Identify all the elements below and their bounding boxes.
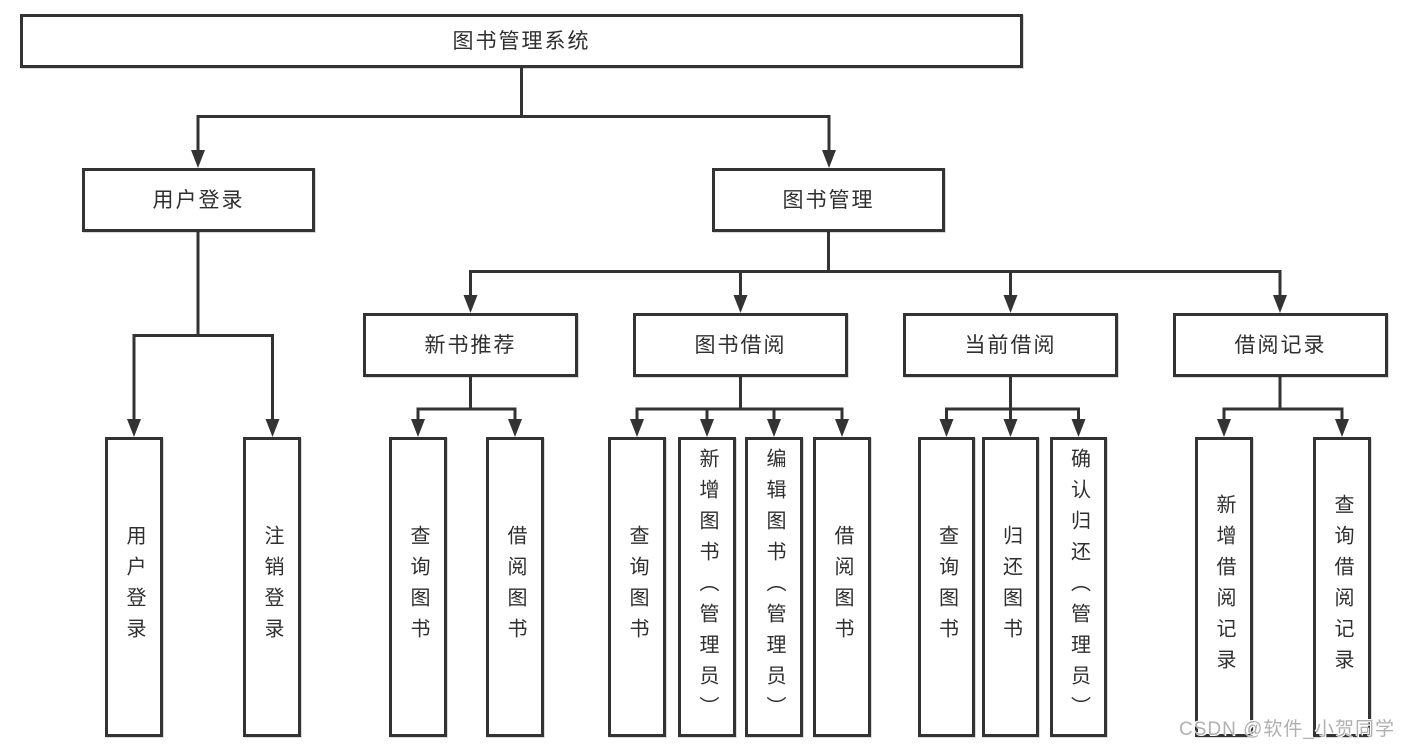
leaf-add-borrow-record: 新增借阅记录: [1195, 437, 1253, 737]
connector-line: [132, 232, 274, 421]
connector-line: [945, 377, 1080, 421]
leaf-borrow-books: 借阅图书: [813, 437, 871, 737]
arrowhead-icon: [939, 419, 954, 437]
connector-root-to-level2: [191, 68, 836, 168]
arrowhead-icon: [265, 419, 280, 437]
leaf-label: 归还图书: [999, 525, 1022, 649]
leaf-query-borrow-record: 查询借阅记录: [1313, 437, 1371, 737]
arrowhead-icon: [1003, 295, 1018, 313]
arrowhead-icon: [1217, 419, 1231, 437]
leaf-label: 注销登录: [261, 525, 283, 649]
leaf-query-books: 查询图书: [389, 437, 447, 737]
arrowhead-icon: [1335, 419, 1349, 437]
node-library-system: 图书管理系统: [20, 14, 1023, 68]
arrowhead-icon: [1003, 419, 1018, 437]
arrowhead-icon: [1273, 295, 1287, 313]
node-new-book-recommend: 新书推荐: [363, 313, 578, 377]
arrowhead-icon: [191, 150, 205, 168]
connector-line: [1222, 377, 1344, 421]
arrowhead-icon: [1071, 419, 1086, 437]
leaf-add-books-admin: 新增图书（管理员）: [678, 437, 736, 737]
leaf-label: 查询图书: [935, 525, 958, 649]
connector-records-to-leaves: [1217, 377, 1349, 437]
leaf-label: 编辑图书（管理员）: [763, 447, 785, 727]
arrowhead-icon: [822, 150, 836, 168]
leaf-label: 借阅图书: [504, 525, 526, 649]
connector-current-to-leaves: [939, 377, 1086, 437]
connector-borrowing-to-leaves: [630, 377, 849, 437]
connector-newbooks-to-leaves: [411, 377, 522, 437]
arrowhead-icon: [463, 295, 478, 313]
arrowhead-icon: [127, 419, 141, 437]
connector-line: [416, 377, 517, 421]
leaf-label: 确认归还（管理员）: [1067, 447, 1090, 727]
leaf-query-books: 查询图书: [608, 437, 666, 737]
connector-userlogin-to-leaves: [127, 232, 280, 437]
leaf-user-login: 用户登录: [105, 437, 163, 737]
arrowhead-icon: [411, 419, 425, 437]
node-book-borrowing: 图书借阅: [633, 313, 848, 377]
arrowhead-icon: [767, 419, 781, 437]
node-book-management: 图书管理: [712, 168, 945, 232]
arrowhead-icon: [835, 419, 849, 437]
node-current-borrowing: 当前借阅: [903, 313, 1118, 377]
node-user-login: 用户登录: [82, 168, 315, 232]
leaf-label: 新增图书（管理员）: [696, 447, 718, 727]
connector-bookmgmt-to-level3: [463, 232, 1287, 313]
csdn-watermark: CSDN @软件_小贺同学: [1179, 719, 1395, 740]
leaf-label: 查询借阅记录: [1331, 494, 1353, 680]
connector-line: [469, 232, 1282, 297]
arrowhead-icon: [733, 295, 748, 313]
arrowhead-icon: [630, 419, 644, 437]
node-borrow-records: 借阅记录: [1173, 313, 1388, 377]
leaf-logout: 注销登录: [243, 437, 301, 737]
leaf-label: 借阅图书: [831, 525, 853, 649]
leaf-confirm-return-admin: 确认归还（管理员）: [1050, 437, 1107, 737]
leaf-label: 查询图书: [626, 525, 648, 649]
connector-line: [196, 68, 831, 152]
arrowhead-icon: [700, 419, 714, 437]
leaf-edit-books-admin: 编辑图书（管理员）: [745, 437, 803, 737]
leaf-label: 用户登录: [123, 525, 145, 649]
leaf-label: 查询图书: [407, 525, 429, 649]
arrowhead-icon: [508, 419, 522, 437]
leaf-label: 新增借阅记录: [1213, 494, 1235, 680]
connector-line: [635, 377, 844, 421]
leaf-borrow-books: 借阅图书: [486, 437, 544, 737]
leaf-query-books: 查询图书: [918, 437, 975, 737]
leaf-return-books: 归还图书: [982, 437, 1039, 737]
